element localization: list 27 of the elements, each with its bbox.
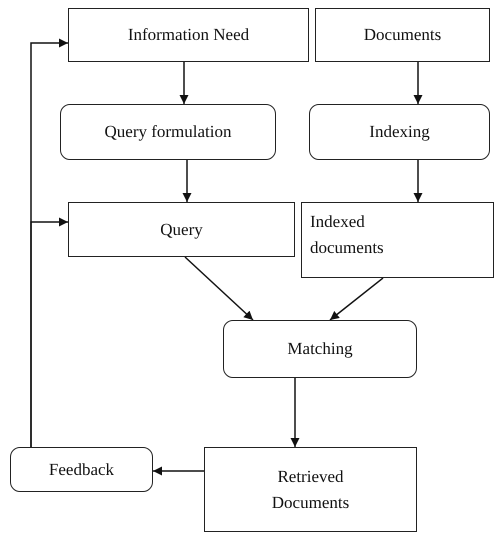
node-label: Indexed documents xyxy=(310,211,385,258)
arrow xyxy=(30,218,68,447)
arrow xyxy=(414,160,422,202)
process-box xyxy=(204,447,417,532)
node-label: Indexing xyxy=(369,121,430,144)
arrow xyxy=(182,160,192,202)
node-label: Information Need xyxy=(128,24,250,46)
arrow xyxy=(153,466,204,476)
process-step xyxy=(60,104,276,160)
arrow xyxy=(184,256,254,321)
arrow xyxy=(180,62,188,104)
process-box xyxy=(68,8,309,62)
process-box xyxy=(68,202,295,257)
node-label: Documents xyxy=(364,24,442,46)
node-label: Retrieved Documents xyxy=(270,466,350,514)
process-step xyxy=(10,447,153,492)
process-box xyxy=(301,202,494,278)
node-label: Query xyxy=(160,218,203,241)
arrow xyxy=(414,62,422,104)
node-label: Query formulation xyxy=(104,121,232,144)
process-step xyxy=(309,104,490,160)
process-step xyxy=(223,320,417,378)
process-box xyxy=(315,8,490,62)
node-label: Feedback xyxy=(48,458,114,481)
arrow xyxy=(290,378,300,447)
node-label: Matching xyxy=(287,338,353,360)
arrow xyxy=(330,277,384,321)
